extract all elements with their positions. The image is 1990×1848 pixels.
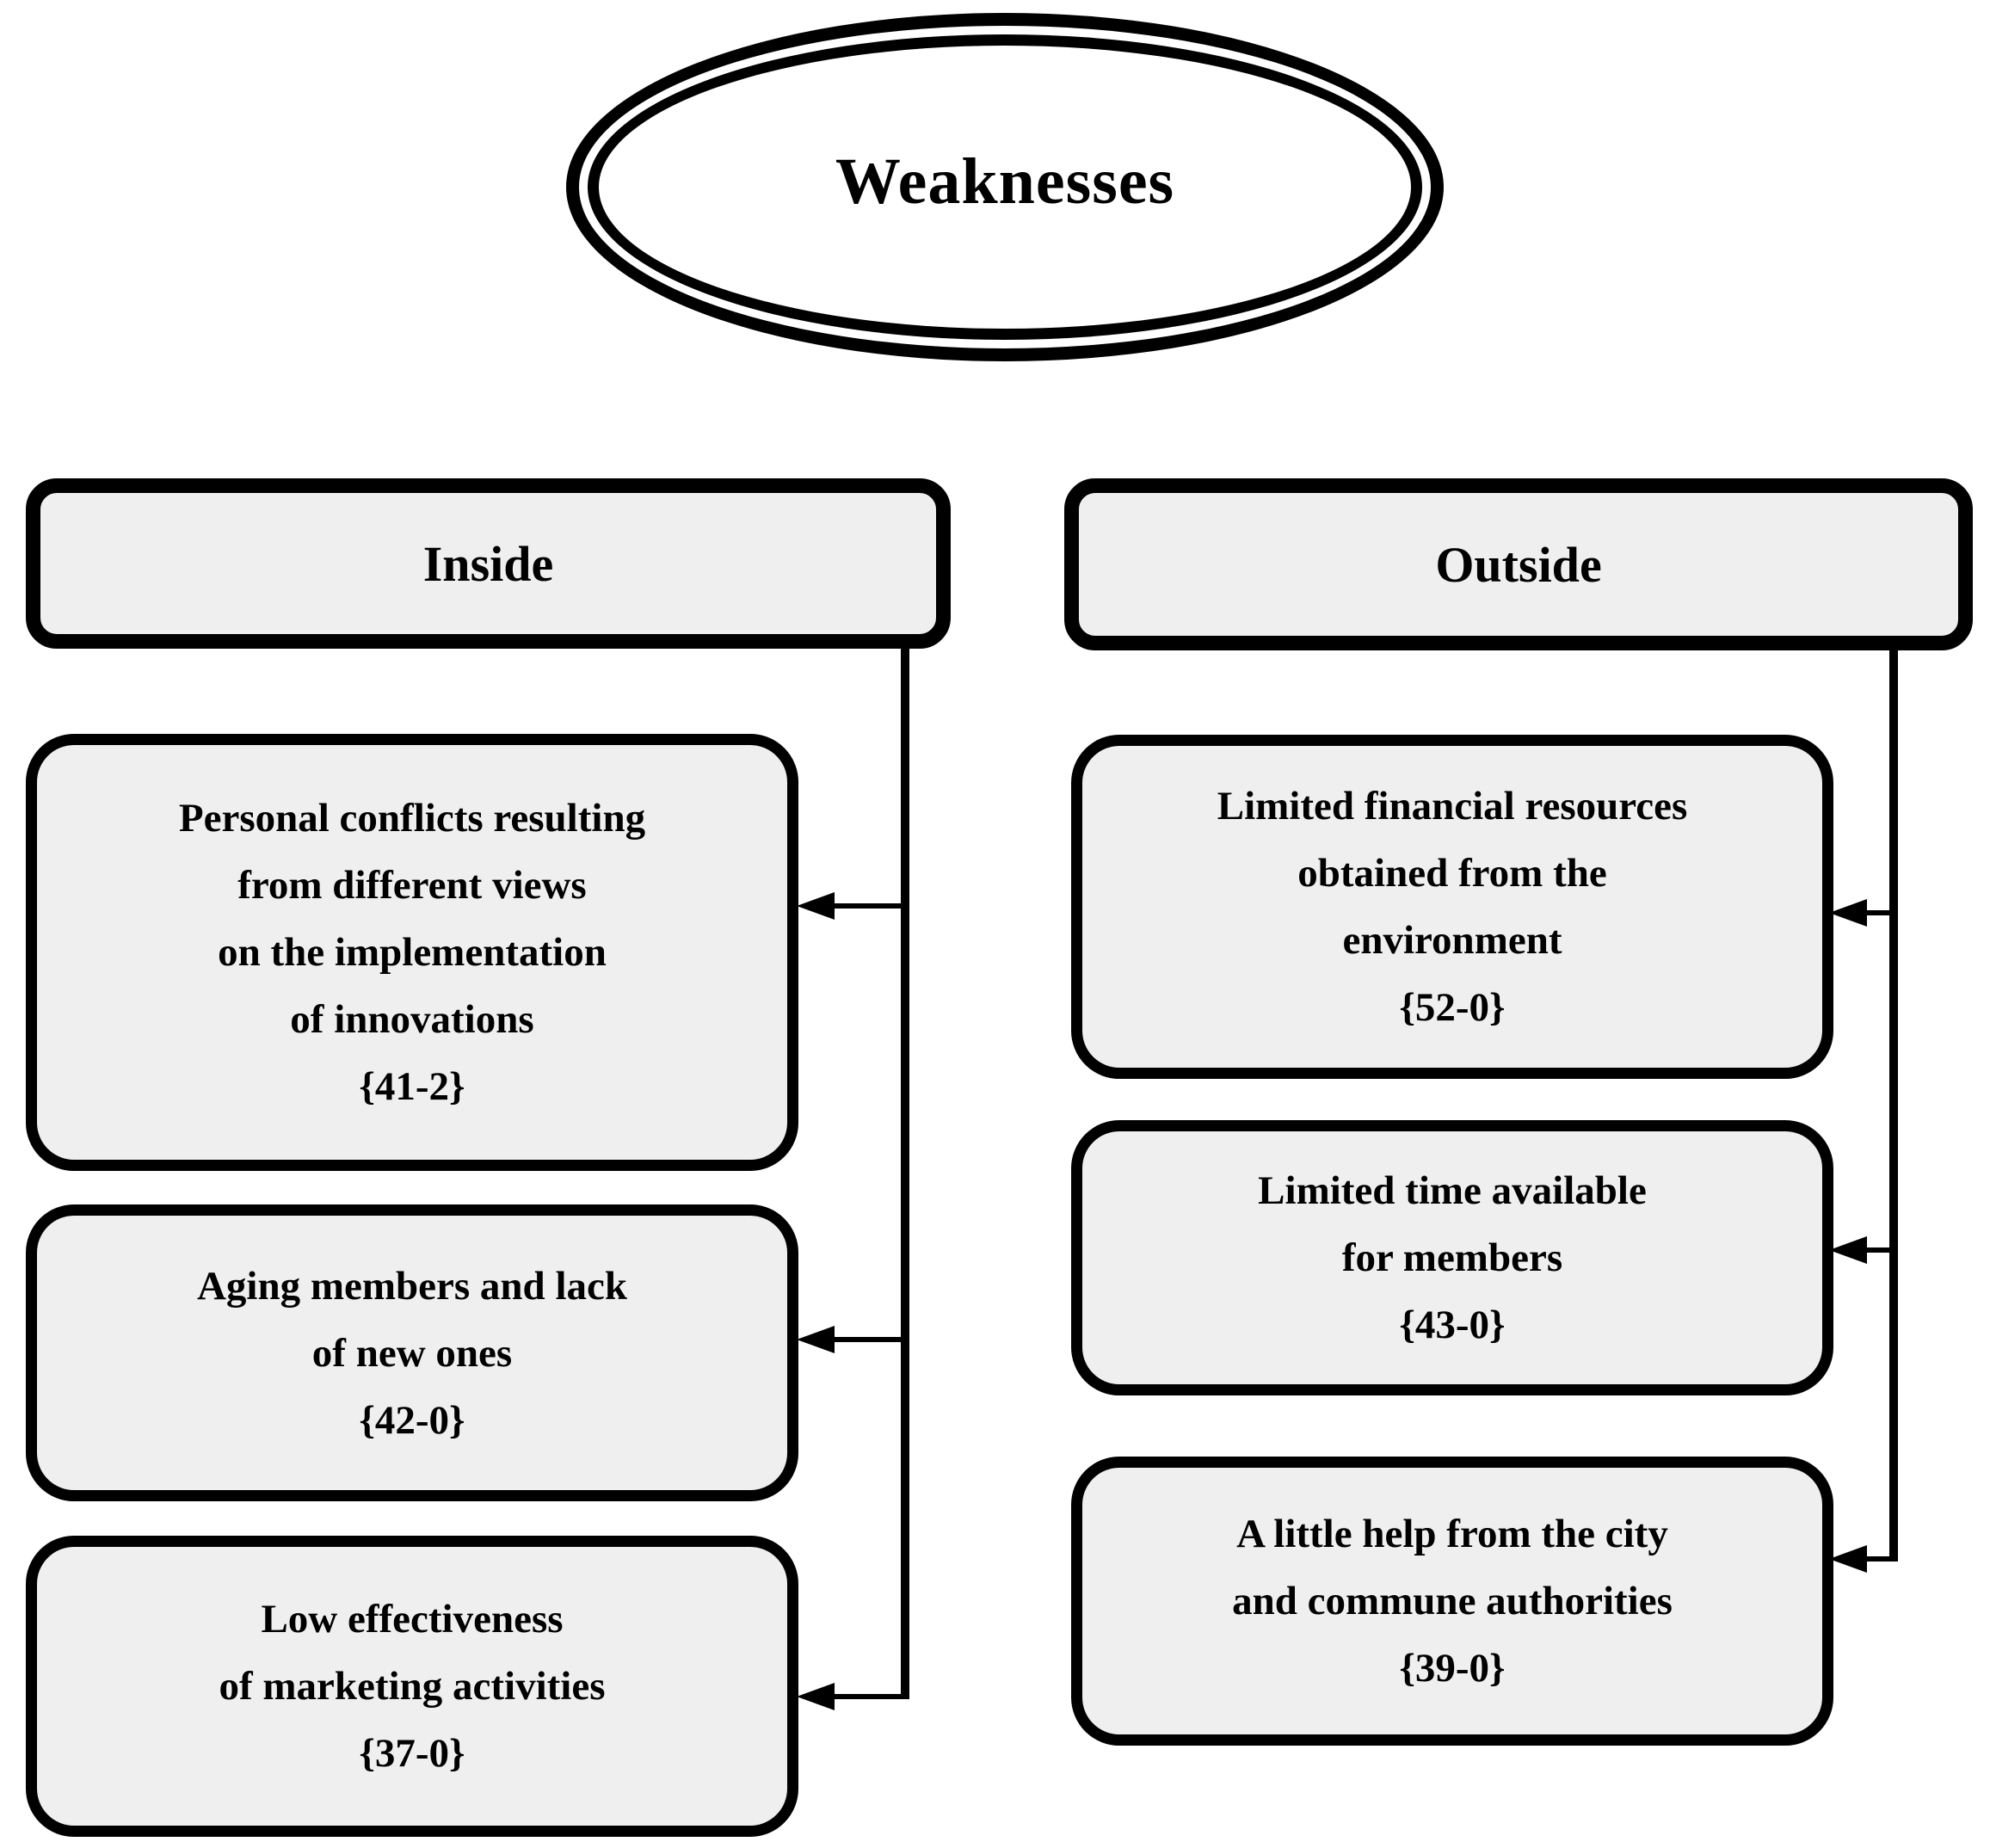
outside-arrowhead-icon-3 <box>1829 1545 1867 1573</box>
inside-arrow-line-3 <box>831 1694 909 1699</box>
inside-arrowhead-icon-2 <box>797 1326 835 1353</box>
inside-connector-vline <box>901 647 909 1699</box>
outside-arrowhead-icon-1 <box>1829 899 1867 927</box>
outside-header-box: Outside <box>1064 478 1973 650</box>
inside-item-box-1: Personal conflicts resulting from differ… <box>26 734 798 1171</box>
outside-header-label: Outside <box>1435 536 1602 593</box>
weaknesses-title: Weaknesses <box>835 145 1175 218</box>
outside-item-text-3: A little help from the city and commune … <box>1232 1512 1673 1691</box>
inside-item-box-3: Low effectiveness of marketing activitie… <box>26 1536 798 1837</box>
outside-item-text-2: Limited time available for members {43-0… <box>1258 1168 1647 1347</box>
inside-arrow-line-2 <box>831 1337 909 1342</box>
inside-item-text-2: Aging members and lack of new ones {42-0… <box>196 1263 628 1443</box>
inside-header-label: Inside <box>422 535 554 592</box>
inside-item-box-2: Aging members and lack of new ones {42-0… <box>26 1204 798 1501</box>
outside-arrow-line-3 <box>1864 1556 1898 1562</box>
weaknesses-ellipse-inner-ring: Weaknesses <box>588 34 1422 340</box>
inside-item-text-3: Low effectiveness of marketing activitie… <box>219 1597 606 1776</box>
outside-item-box-1: Limited financial resources obtained fro… <box>1071 735 1833 1079</box>
outside-arrow-line-2 <box>1864 1247 1898 1253</box>
outside-item-text-1: Limited financial resources obtained fro… <box>1217 784 1688 1030</box>
outside-item-box-3: A little help from the city and commune … <box>1071 1457 1833 1746</box>
outside-arrow-line-1 <box>1864 910 1898 915</box>
inside-header-box: Inside <box>26 478 951 649</box>
outside-arrowhead-icon-2 <box>1829 1236 1867 1264</box>
inside-arrow-line-1 <box>831 903 909 909</box>
inside-arrowhead-icon-3 <box>797 1683 835 1710</box>
outside-connector-vline <box>1889 647 1898 1562</box>
inside-arrowhead-icon-1 <box>797 892 835 920</box>
weaknesses-ellipse: Weaknesses <box>566 13 1444 361</box>
outside-item-box-2: Limited time available for members {43-0… <box>1071 1120 1833 1395</box>
inside-item-text-1: Personal conflicts resulting from differ… <box>178 796 646 1109</box>
